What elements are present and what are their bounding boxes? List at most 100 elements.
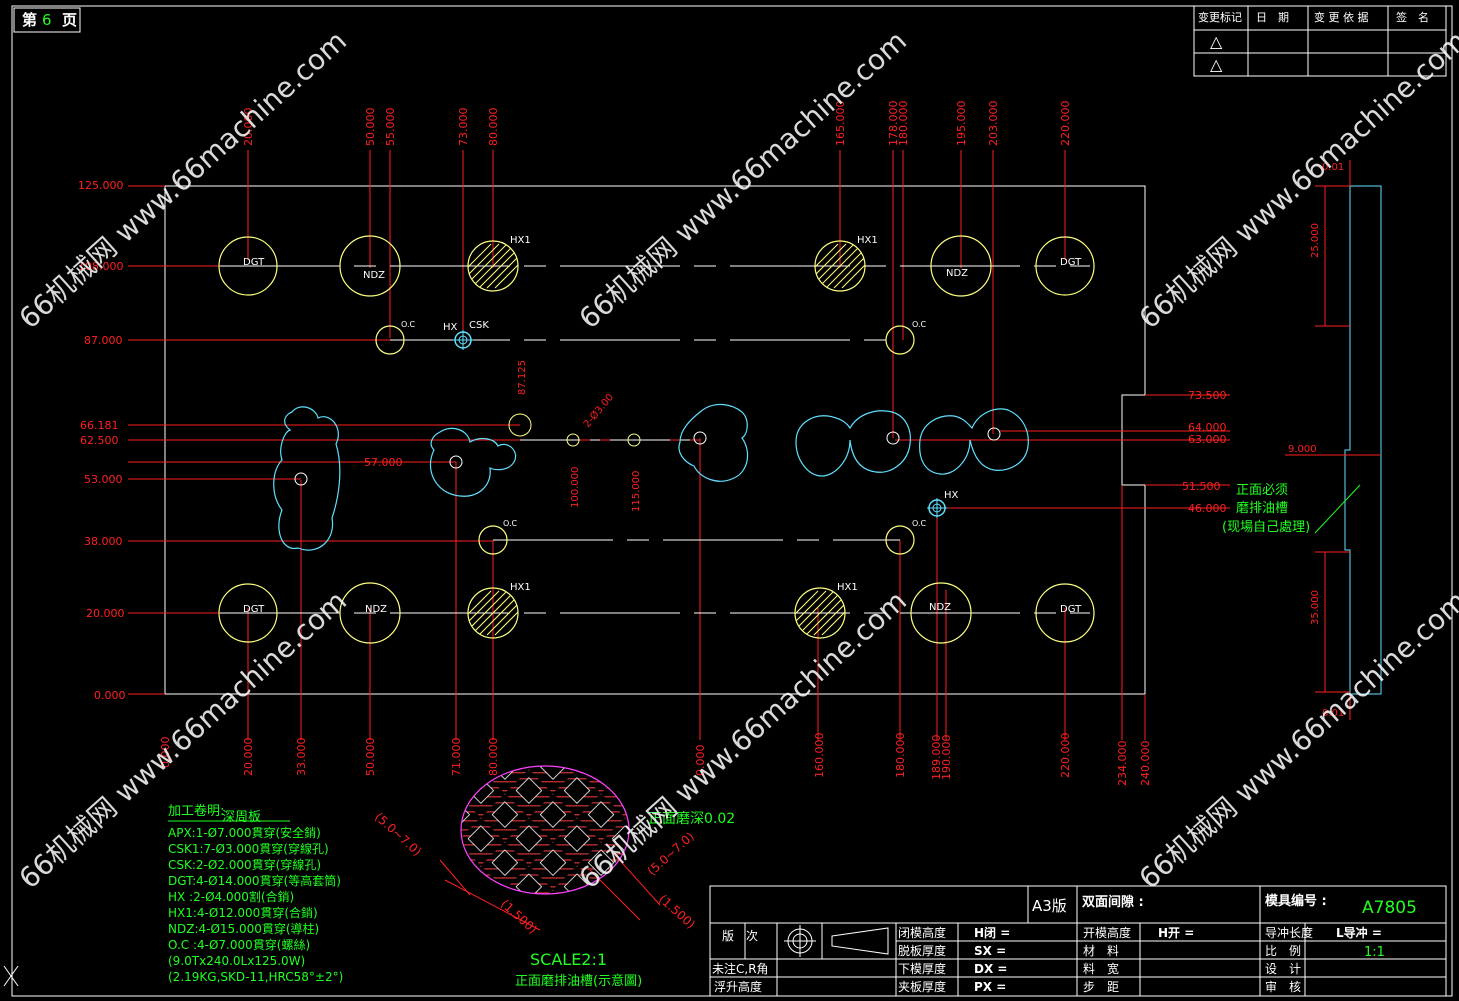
process-notes: 加工卷明: 深周板 APX:1-Ø7.000貫穿(安全銷) CSK1:7-Ø3.… (168, 803, 343, 984)
hx1-hole-4-hatch-line-1 (795, 590, 827, 636)
tb-ratio-val: 1:1 (1364, 945, 1385, 960)
label-hx-2: HX (944, 490, 959, 501)
ndz-hole-3 (339, 582, 401, 644)
tb-guide-sym: L导冲 = (1336, 925, 1382, 940)
dim-left-125: 125.000 (78, 179, 124, 192)
holes-layer (218, 235, 1095, 644)
cavity-3 (678, 403, 749, 482)
page-tag: 第 6 页 (13, 7, 81, 33)
cavity-pilot-4 (886, 431, 900, 445)
title-block (709, 885, 1447, 997)
tb-strip-sym: SX = (974, 944, 1006, 958)
dim-bot-50: 50.000 (364, 738, 377, 777)
dim-inner-100: 100.000 (570, 467, 581, 508)
hx1-hole-2 (814, 240, 866, 292)
dim-left-53: 53.000 (84, 473, 123, 486)
tb-strip-t: 脱板厚度 (898, 943, 946, 958)
label-dgt-1: DGT (243, 257, 265, 268)
tb-mold-no-label: 模具编号 : (1265, 893, 1327, 909)
hx1-hole-1-hatch-line-3 (470, 243, 516, 289)
hx1-hole-4-hatch-line-0 (795, 590, 819, 636)
hx1-hole-3-hatch-line-6 (494, 590, 518, 636)
label-ndz-2: NDZ (946, 268, 968, 279)
tb-sheet-size: A3版 (1032, 897, 1067, 915)
grinding-note: 正面必须 磨排油槽 (现場自己處理) (1222, 483, 1310, 535)
grinding-note-line2: 磨排油槽 (1236, 501, 1288, 516)
cavity-pilot-3 (693, 431, 707, 445)
tb-material: 材 料 (1083, 944, 1119, 958)
hx1-hole-3 (467, 587, 519, 639)
process-notes-title-extra: 深周板 (222, 810, 261, 825)
side-dim-9: 9.000 (1288, 444, 1317, 455)
dimension-lines (128, 150, 1230, 740)
dgt-hole-3 (218, 583, 278, 643)
cavity-5 (919, 408, 1029, 475)
dim-top-80: 80.000 (487, 108, 500, 147)
label-oc-1: O.C (401, 320, 416, 329)
process-note-3: CSK:2-Ø2.000貫穿(穿線孔) (168, 857, 321, 872)
dim-left-62: 62.500 (80, 434, 119, 447)
tb-closed-sym: H闭 = (974, 925, 1010, 940)
dim-left-108: 108.000 (78, 260, 124, 273)
left-dimension-labels: 125.000 108.000 87.000 66.181 62.500 57.… (78, 179, 403, 702)
rev-header-date: 日 期 (1256, 11, 1289, 24)
oc-hole-1 (375, 325, 405, 355)
dim-bot-71: 71.000 (450, 738, 463, 777)
ndz-hole-2 (930, 235, 992, 297)
label-dgt-4: DGT (1060, 604, 1082, 615)
process-note-8: O.C :4-Ø7.000貫穿(螺絲) (168, 937, 310, 952)
tb-closed-h: 闭模高度 (898, 925, 946, 940)
tb-guide-len: 导冲长度 (1265, 925, 1313, 940)
hx1-hole-2-hatch-line-0 (815, 243, 839, 289)
process-note-10: (2.19KG,SKD-11,HRC58°±2°) (168, 970, 343, 984)
groove-scale: SCALE2:1 (530, 950, 607, 969)
tb-ratio: 比 例 (1265, 944, 1301, 958)
process-note-1: APX:1-Ø7.000貫穿(安全銷) (168, 825, 321, 840)
dim-top-195: 195.000 (955, 101, 968, 147)
page-number: 6 (42, 11, 52, 29)
hx1-hole-3-hatch-line-0 (468, 590, 492, 636)
bottom-dimension-labels: 0.000 20.000 33.000 50.000 71.000 80.000… (159, 733, 1152, 787)
dim-right-63: 63.000 (1188, 433, 1227, 446)
tb-review: 审 核 (1265, 979, 1301, 994)
oc-hole-3 (478, 525, 508, 555)
oc-hole-4 (885, 525, 915, 555)
dim-bot-160: 160.000 (813, 733, 826, 779)
dim-bot-234: 234.000 (1116, 741, 1129, 787)
label-hx1-2: HX1 (857, 235, 878, 246)
dim-top-220: 220.000 (1059, 101, 1072, 147)
label-ndz-1: NDZ (363, 270, 385, 281)
dim-right-51: 51.500 (1182, 480, 1221, 493)
dim-top-73: 73.000 (457, 108, 470, 147)
hx1-hole-4-hatch-line-6 (821, 590, 845, 636)
process-note-5: HX :2-Ø4.000割(合銷) (168, 889, 294, 904)
dim-bot-mid: 0.000 (694, 745, 707, 777)
dim-right-64: 64.000 (1188, 421, 1227, 434)
rev-header-mark: 变更标记 (1198, 10, 1242, 24)
dim-bot-20: 20.000 (242, 738, 255, 777)
hx1-hole-1-hatch-line-1 (468, 243, 500, 289)
process-note-6: HX1:4-Ø12.000貫穿(合銷) (168, 905, 318, 920)
process-notes-title: 加工卷明: (168, 803, 224, 819)
csk-hole-2 (566, 433, 580, 447)
tb-float: 浮升高度 (714, 979, 762, 994)
hx1-hole-4-hatch-line-3 (797, 590, 843, 636)
hole-labels: DGT NDZ NDZ DGT DGT NDZ NDZ DGT HX1 HX1 … (243, 235, 1082, 615)
label-hx1-3: HX1 (510, 582, 531, 593)
cavity-pilot-1 (449, 455, 463, 469)
top-dimension-labels: 20.000 50.000 55.000 73.000 80.000 165.0… (242, 101, 1072, 147)
label-csk: CSK (469, 320, 489, 331)
dim-inner-87125: 87.125 (517, 360, 528, 395)
side-dim-35: 35.000 (1310, 590, 1321, 625)
cavity-2 (429, 427, 517, 497)
dim-left-0: 0.000 (94, 689, 126, 702)
tb-stock-w: 料 宽 (1083, 961, 1119, 976)
hx1-hole-1-hatch-line-6 (494, 243, 518, 289)
tb-open-h: 开模高度 (1083, 925, 1131, 940)
page-label-prefix: 第 (22, 11, 37, 29)
cavity-outlines (273, 403, 1029, 551)
page-label-suffix: 页 (62, 11, 77, 29)
tb-lower-t: 下模厚度 (898, 961, 946, 976)
groove-caption: 正面磨排油槽(示意圖) (515, 973, 642, 989)
